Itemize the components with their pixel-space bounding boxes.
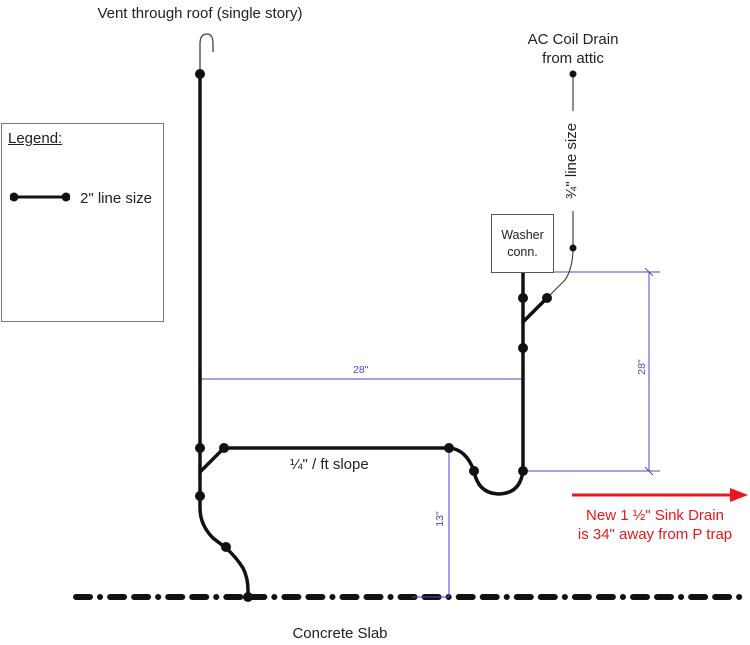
ac-drain-label: AC Coil Drain from attic bbox=[503, 30, 643, 68]
sink-drain-arrow bbox=[572, 488, 748, 502]
vent-label: Vent through roof (single story) bbox=[97, 5, 303, 22]
legend-line-symbol-icon bbox=[10, 192, 70, 202]
concrete-slab-label: Concrete Slab bbox=[292, 625, 388, 642]
dimension-vertical-28: 28" bbox=[636, 359, 648, 375]
vent-hook bbox=[199, 33, 214, 74]
ac-drain-label-line2: from attic bbox=[542, 50, 604, 67]
drain-pipes bbox=[198, 72, 549, 599]
sink-drain-callout-line1: New 1 ½" Sink Drain bbox=[586, 507, 724, 524]
dimension-horizontal-28: 28" bbox=[353, 364, 369, 376]
dimension-vertical-13: 13" bbox=[434, 511, 446, 527]
ac-drain-label-line1: AC Coil Drain bbox=[527, 31, 619, 48]
legend-item-label: 2" line size bbox=[80, 190, 153, 207]
washer-label-line2: conn. bbox=[507, 244, 538, 259]
washer-label-line1: Washer bbox=[501, 227, 544, 242]
sink-drain-callout: New 1 ½" Sink Drain is 34" away from P t… bbox=[565, 506, 745, 544]
ac-line-size-label: ¾" line size bbox=[563, 111, 581, 211]
washer-connection-box: Washer conn. bbox=[491, 214, 554, 273]
slope-label: ¼" / ft slope bbox=[290, 456, 369, 473]
legend-title: Legend: bbox=[8, 130, 63, 147]
legend-box: Legend: 2" line size bbox=[1, 123, 164, 322]
pipe-joint-dots bbox=[195, 69, 577, 602]
sink-drain-callout-line2: is 34" away from P trap bbox=[577, 526, 733, 543]
dimension-lines bbox=[199, 267, 660, 598]
